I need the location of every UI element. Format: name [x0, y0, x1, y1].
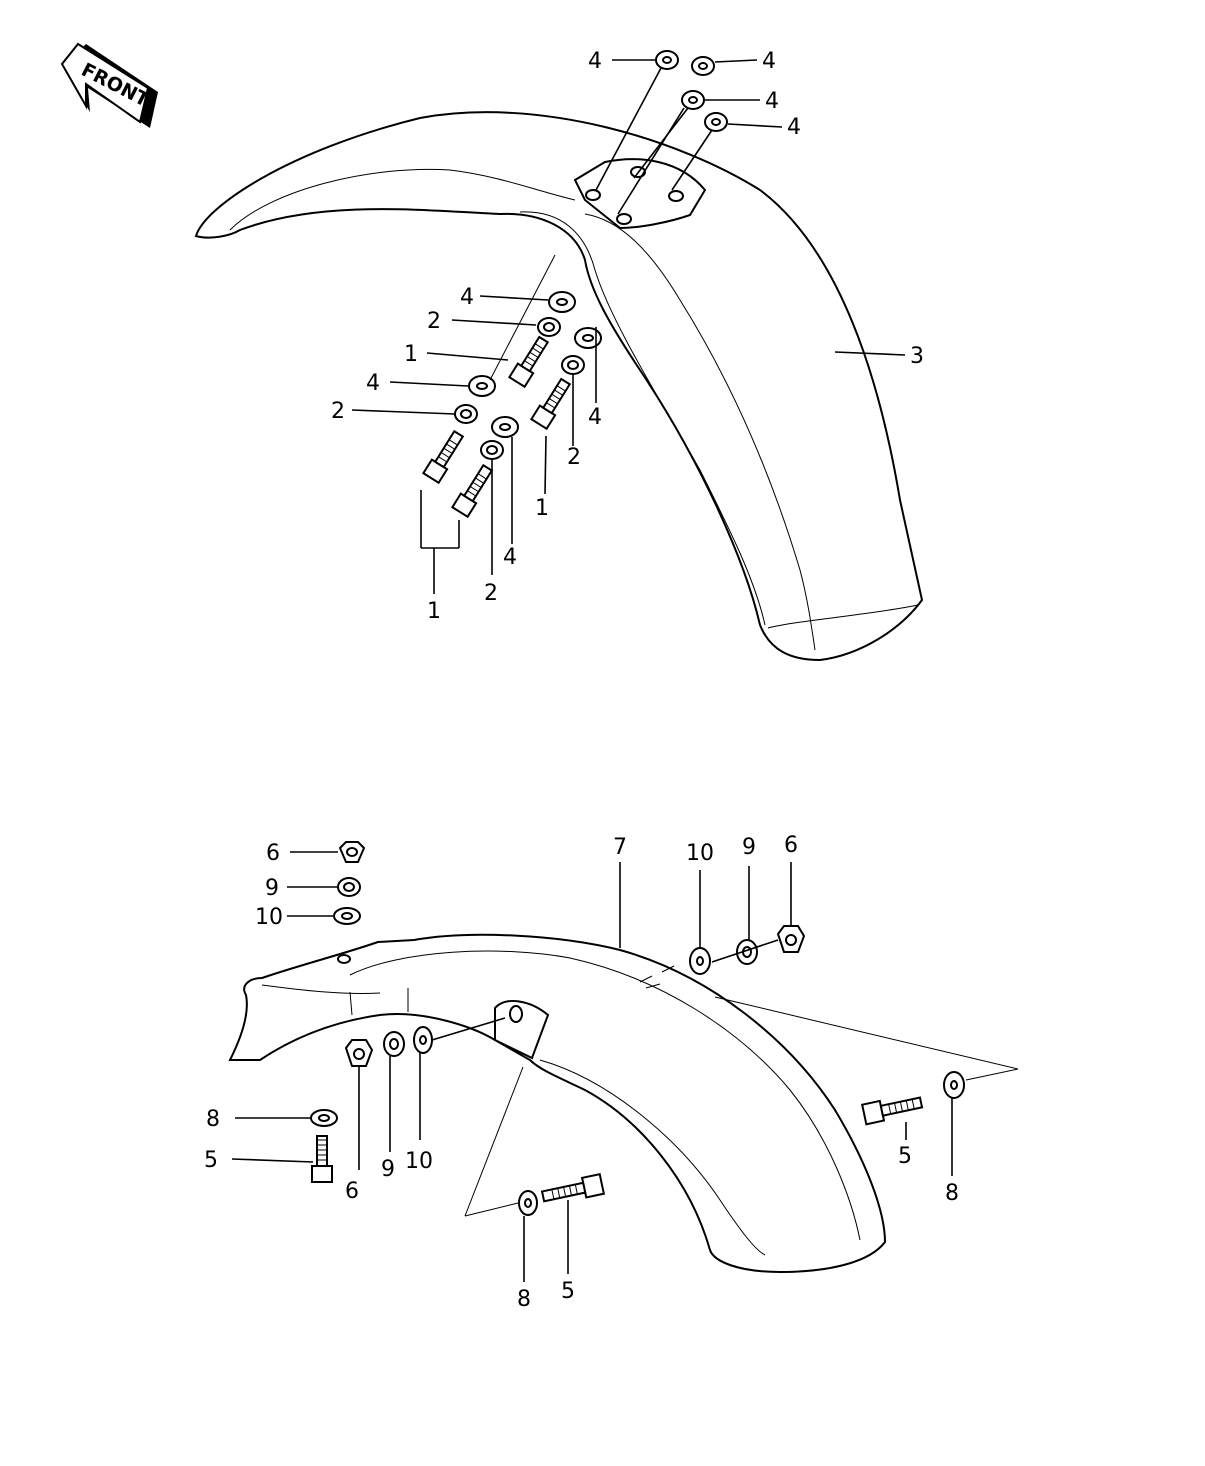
callout-label: 1	[404, 342, 418, 367]
rear-fender-bolts	[311, 1096, 924, 1203]
bolt-icon	[507, 335, 550, 389]
washer-icon	[574, 327, 602, 349]
callout-label: 10	[405, 1149, 433, 1174]
callout-label: 9	[742, 835, 756, 860]
washer-icon	[518, 1190, 538, 1216]
front-fender-washers	[468, 50, 728, 438]
callout-label: 10	[255, 905, 283, 930]
callout-label: 6	[345, 1179, 359, 1204]
callout-label: 4	[588, 49, 602, 74]
rear-fender-leader-lines	[231, 851, 1019, 1282]
callout-label: 5	[561, 1279, 575, 1304]
front-fender-bolts	[421, 335, 572, 519]
bolt-icon	[860, 1096, 924, 1126]
callout-label: 4	[787, 115, 801, 140]
lock-washer-icon	[337, 877, 361, 897]
rear-fender-lock-washers	[337, 877, 758, 1057]
washer-icon	[310, 1109, 338, 1127]
callout-label: 2	[484, 581, 498, 606]
callout-label: 8	[206, 1107, 220, 1132]
washer-icon	[681, 90, 705, 110]
nut-icon	[338, 841, 366, 863]
washer-icon	[548, 291, 576, 313]
lock-washer-icon	[561, 355, 585, 375]
washer-icon	[491, 416, 519, 438]
front-fender-callouts: 4 4 4 4 4 2 1 4 2 3 4 2 1 4 2 1	[331, 49, 924, 624]
callout-label: 6	[784, 833, 798, 858]
nut-icon	[344, 1039, 374, 1067]
bolt-icon	[421, 429, 465, 485]
callout-label: 6	[266, 841, 280, 866]
callout-label: 2	[331, 399, 345, 424]
lock-washer-icon	[454, 404, 478, 424]
callout-label: 4	[762, 49, 776, 74]
nut-icon	[776, 925, 806, 953]
callout-label: 5	[204, 1148, 218, 1173]
washer-icon	[468, 375, 496, 397]
callout-label: 5	[898, 1144, 912, 1169]
callout-label: 8	[517, 1287, 531, 1312]
front-fender-leader-lines	[351, 59, 906, 594]
callout-label: 2	[567, 445, 581, 470]
callout-label: 4	[588, 405, 602, 430]
callout-label: 7	[613, 835, 627, 860]
washer-icon	[333, 907, 361, 925]
callout-label: 4	[460, 285, 474, 310]
callout-label: 4	[366, 371, 380, 396]
rear-fender-callouts: 6 9 10 7 10 9 6 8 5 6 9 10 5 8 8 5	[204, 833, 959, 1312]
callout-label: 2	[427, 309, 441, 334]
callout-label: 4	[503, 545, 517, 570]
rear-fender	[228, 933, 887, 1274]
washer-icon	[689, 947, 711, 975]
callout-label: 9	[265, 876, 279, 901]
bolt-icon	[311, 1135, 333, 1183]
lock-washer-icon	[480, 440, 504, 460]
callout-label: 1	[535, 496, 549, 521]
bolt-icon	[450, 463, 494, 519]
callout-label: 4	[765, 89, 779, 114]
front-fender	[194, 111, 924, 662]
rear-fender-nuts	[338, 841, 806, 1067]
washer-icon	[691, 56, 715, 76]
bolt-icon	[529, 377, 572, 431]
washer-icon	[943, 1071, 965, 1099]
washer-icon	[655, 50, 679, 70]
callout-label: 9	[381, 1157, 395, 1182]
bolt-icon	[540, 1172, 606, 1203]
washer-icon	[413, 1026, 433, 1054]
callout-label: 1	[427, 599, 441, 624]
callout-label: 10	[686, 841, 714, 866]
callout-label: 3	[910, 344, 924, 369]
front-direction-arrow-icon: FRONT	[60, 42, 158, 128]
washer-icon	[704, 112, 728, 132]
callout-label: 8	[945, 1181, 959, 1206]
lock-washer-icon	[383, 1031, 405, 1057]
lock-washer-icon	[537, 317, 561, 337]
rear-fender-washers	[310, 907, 965, 1216]
